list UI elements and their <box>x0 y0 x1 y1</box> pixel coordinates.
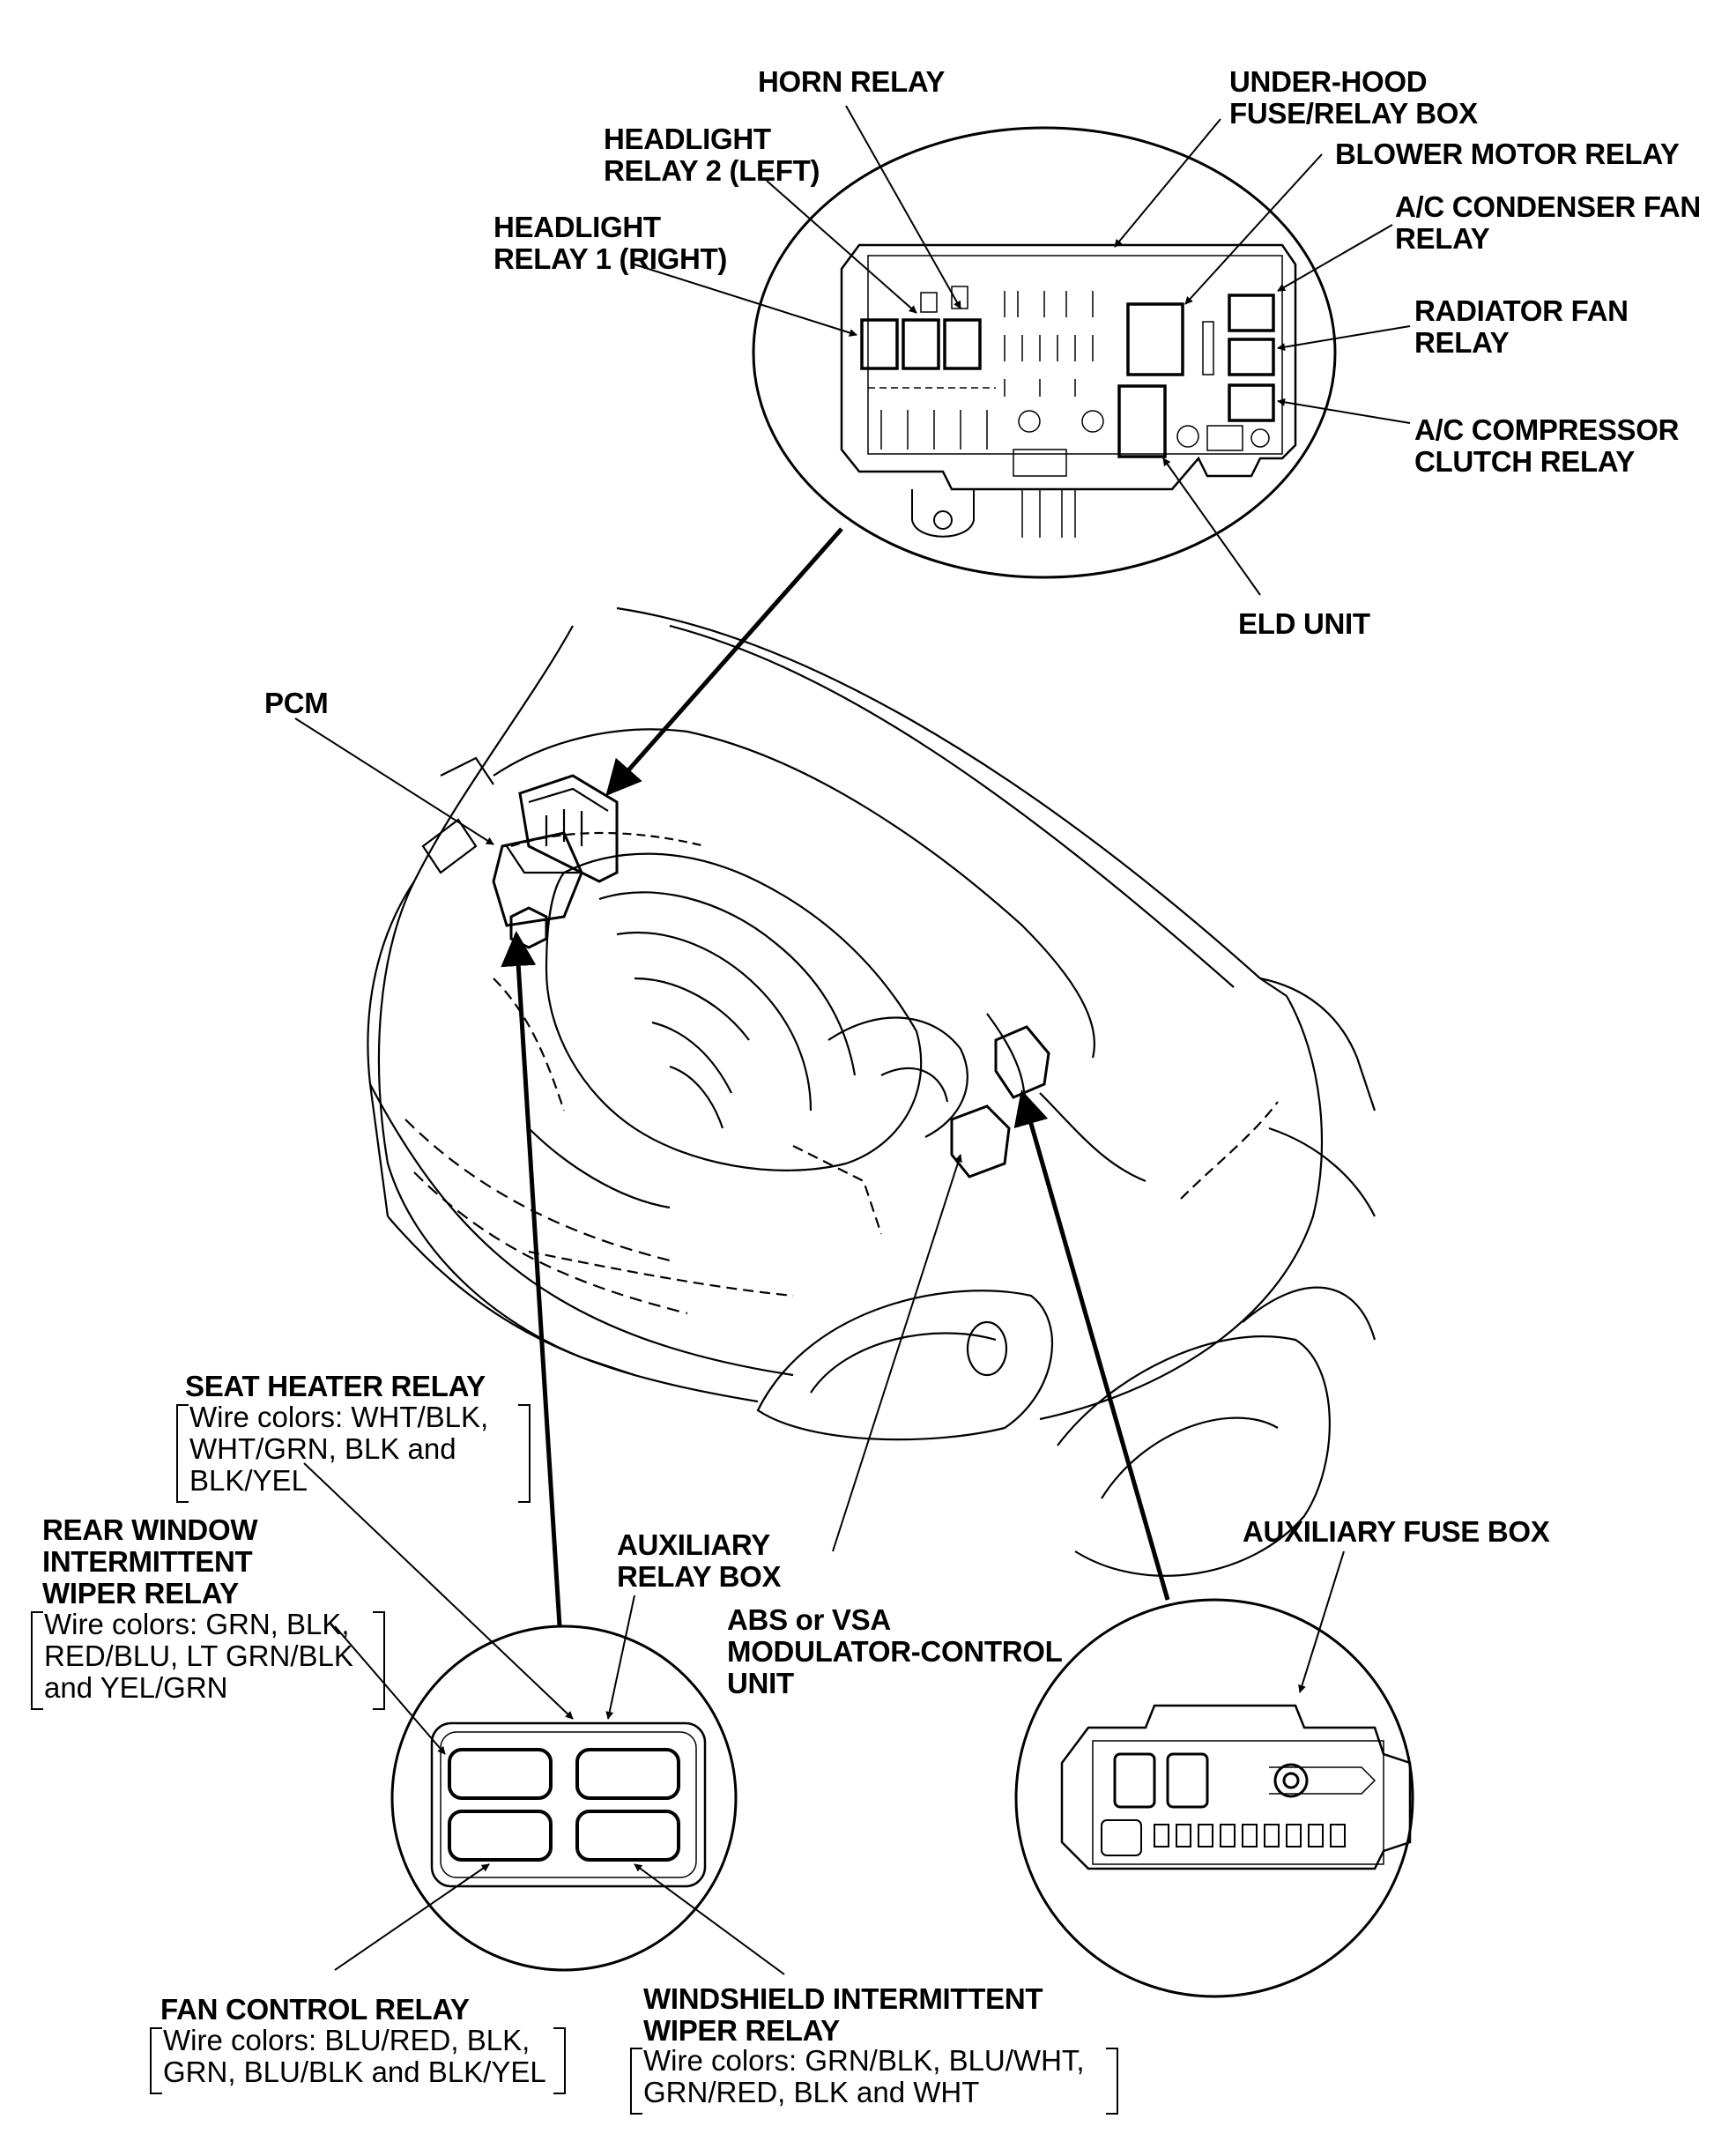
seat-heater-bracket-left <box>176 1404 189 1503</box>
auxiliary-relay-box-detail <box>390 1624 738 1972</box>
ac-compressor-clutch-relay-label: A/C COMPRESSOR CLUTCH RELAY <box>1414 413 1680 478</box>
under-hood-box-detail <box>752 126 1337 579</box>
rear-wiper-bracket-right <box>373 1611 385 1710</box>
under-hood-box-label: UNDER-HOOD FUSE/RELAY BOX <box>1229 65 1478 130</box>
rear-wiper-bracket-left <box>31 1611 43 1710</box>
eld-unit-label: ELD UNIT <box>1238 607 1370 640</box>
auxiliary-relay-box-label: AUXILIARY RELAY BOX <box>617 1528 782 1593</box>
radiator-fan-relay-label: RADIATOR FAN RELAY <box>1414 294 1629 359</box>
windshield-wiper-relay-label: WINDSHIELD INTERMITTENT WIPER RELAY <box>643 1982 1043 2047</box>
windshield-wiper-bracket-right <box>1106 2048 1118 2115</box>
leader-lines <box>294 105 1411 1975</box>
location-arrows <box>501 527 1170 1627</box>
rear-wiper-wire-colors: Wire colors: GRN, BLK, RED/BLU, LT GRN/B… <box>44 1608 353 1704</box>
pcm-label: PCM <box>264 687 329 719</box>
windshield-wiper-wire-colors: Wire colors: GRN/BLK, BLU/WHT, GRN/RED, … <box>643 2044 1085 2108</box>
seat-heater-relay-label: SEAT HEATER RELAY <box>185 1370 486 1402</box>
fan-control-bracket-right <box>553 2027 566 2094</box>
blower-motor-relay-label: BLOWER MOTOR RELAY <box>1335 138 1680 170</box>
auxiliary-fuse-box-label: AUXILIARY FUSE BOX <box>1243 1515 1550 1548</box>
horn-relay-label: HORN RELAY <box>758 65 946 98</box>
seat-heater-bracket-right <box>518 1404 531 1503</box>
ac-condenser-fan-relay-label: A/C CONDENSER FAN RELAY <box>1395 190 1701 255</box>
fan-control-bracket-left <box>150 2027 162 2094</box>
abs-vsa-unit-label: ABS or VSA MODULATOR-CONTROL UNIT <box>727 1603 1063 1699</box>
headlight-relay-1-label: HEADLIGHT RELAY 1 (RIGHT) <box>493 211 728 275</box>
auxiliary-fuse-box-detail <box>1014 1598 1414 1998</box>
headlight-relay-2-label: HEADLIGHT RELAY 2 (LEFT) <box>604 123 820 187</box>
rear-window-wiper-relay-label: REAR WINDOW INTERMITTENT WIPER RELAY <box>42 1513 258 1610</box>
windshield-wiper-bracket-left <box>630 2048 642 2115</box>
vehicle-front-illustration <box>367 606 1377 1577</box>
fan-control-wire-colors: Wire colors: BLU/RED, BLK, GRN, BLU/BLK … <box>163 2024 546 2088</box>
fan-control-relay-label: FAN CONTROL RELAY <box>160 1993 470 2026</box>
seat-heater-wire-colors: Wire colors: WHT/BLK, WHT/GRN, BLK and B… <box>189 1401 489 1497</box>
